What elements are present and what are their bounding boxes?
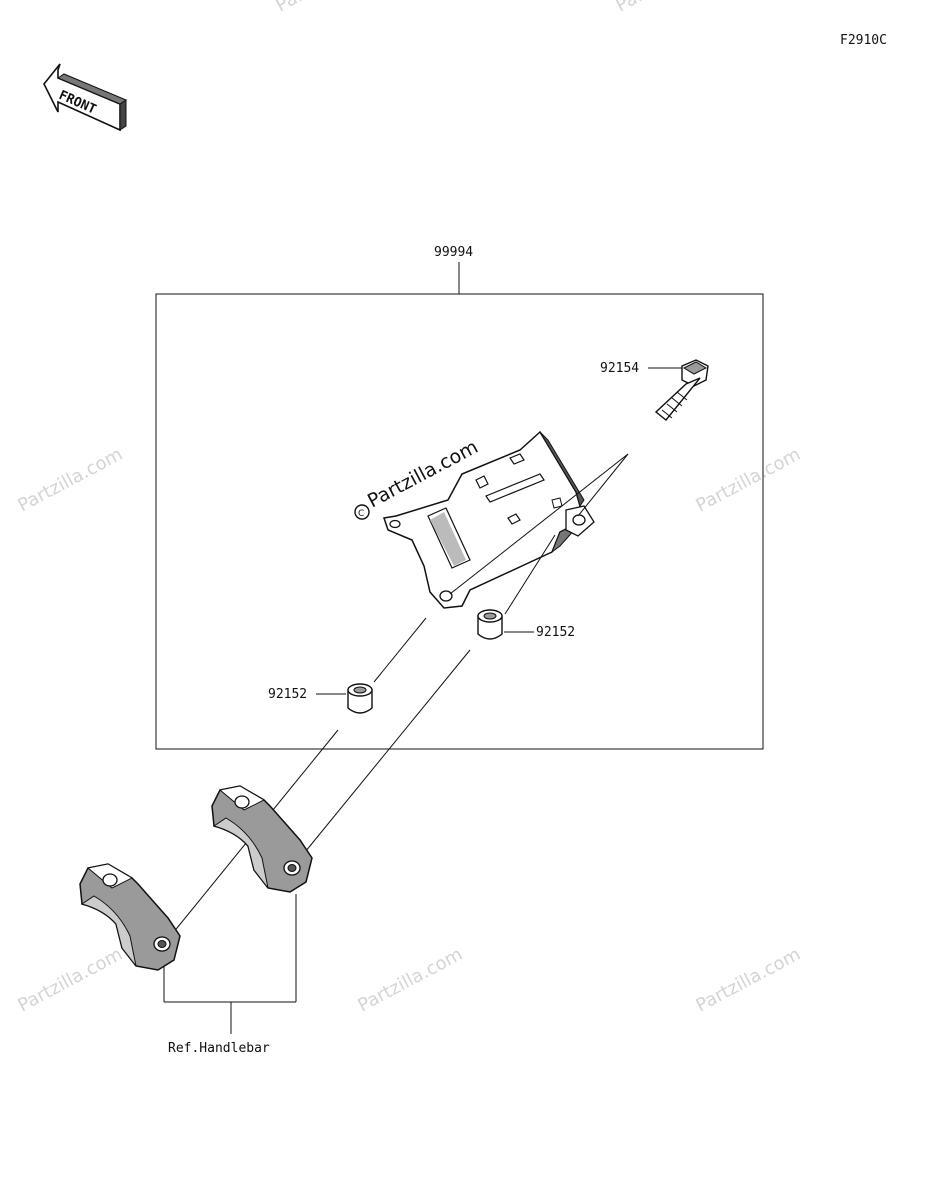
front-arrow-icon: FRONT: [43, 63, 128, 132]
assembly-axis-line: [504, 534, 556, 615]
copyright-icon-glyph: C: [358, 509, 364, 519]
watermark: Partzilla.com: [354, 944, 466, 1017]
reference-label: Ref.Handlebar: [168, 1041, 270, 1056]
watermark: Partzilla.com: [14, 944, 126, 1017]
kit-part-number: 99994: [434, 245, 473, 260]
watermark: Partzilla.com: [612, 0, 724, 16]
bolt-92154: [654, 359, 709, 421]
watermark: Partzilla.com: [692, 944, 804, 1017]
watermark: Partzilla.com: [692, 444, 804, 517]
bolt-axis-line: [577, 453, 629, 517]
assembly-axis-line: [373, 617, 427, 683]
figure-code: F2910C: [840, 33, 887, 48]
collar-left-part-number: 92152: [268, 687, 307, 702]
copyright-icon: [354, 504, 370, 520]
reference-bracket: [163, 894, 297, 1034]
watermark: Partzilla.com: [272, 0, 384, 16]
assembly-axis-line: [291, 649, 471, 869]
watermark: Partzilla.com: [14, 444, 126, 517]
mounting-bracket: [383, 430, 595, 609]
bolt-part-number: 92154: [600, 361, 639, 376]
collar-right-part-number: 92152: [536, 625, 575, 640]
background-watermarks: Partzilla.com Partzilla.com Partzilla.co…: [0, 0, 804, 1016]
collar-left: [347, 683, 373, 714]
handlebar-clamp-left: [79, 863, 181, 971]
collar-right: [477, 609, 503, 640]
watermark: Partzilla.com: [0, 0, 44, 16]
kit-boundary-box: [155, 293, 764, 750]
handlebar-clamp-right: [211, 785, 313, 893]
bolt-axis-line: [449, 453, 629, 595]
